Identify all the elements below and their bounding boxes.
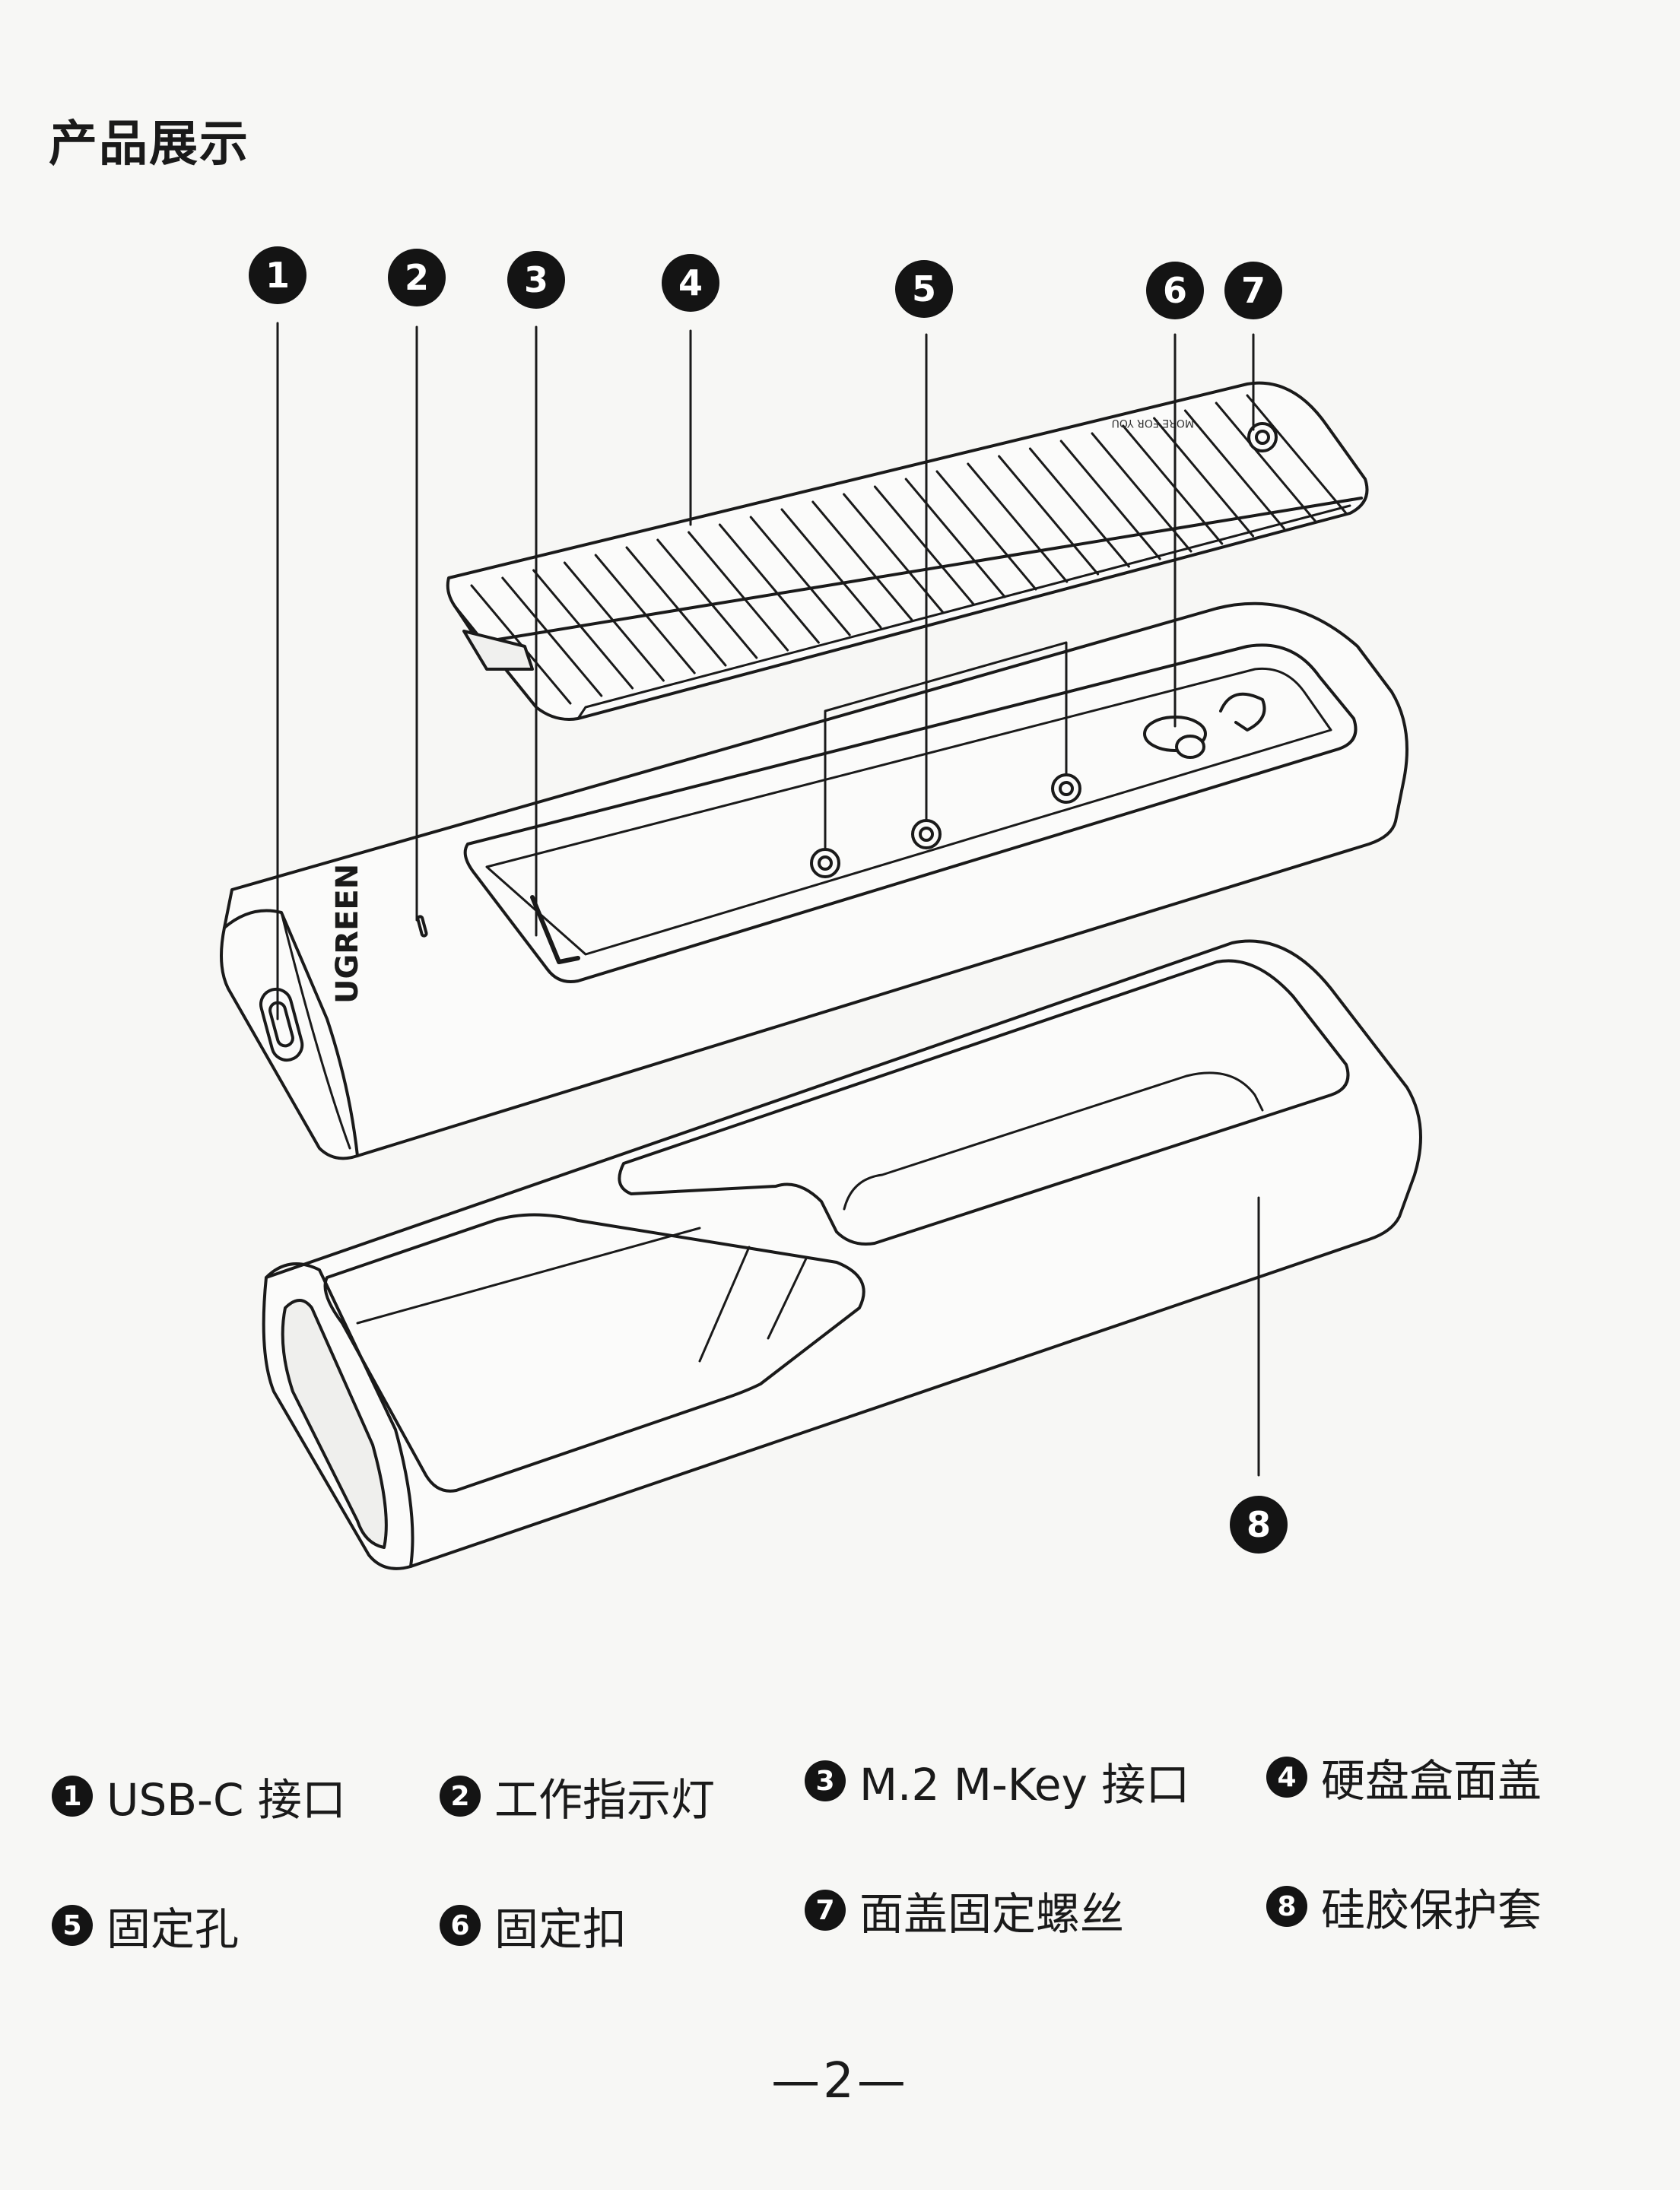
svg-text:5: 5 — [912, 268, 936, 309]
heatsink-fin — [967, 462, 1069, 583]
legend-item: 8 硅胶保护套 — [1266, 1874, 1542, 1938]
svg-text:8: 8 — [1247, 1504, 1271, 1545]
heatsink-fin — [656, 538, 758, 659]
legend-number-badge: 1 — [52, 1776, 93, 1817]
legend-item: 5 固定孔 — [52, 1893, 239, 1957]
callout-badges: 1 2 3 4 5 6 7 8 — [249, 246, 1288, 1554]
heatsink-fin — [1059, 440, 1161, 560]
callout-8: 8 — [1230, 1496, 1288, 1554]
legend-number-badge: 2 — [440, 1776, 481, 1817]
callout-1: 1 — [249, 246, 306, 304]
legend-label: 硅胶保护套 — [1321, 1884, 1542, 1936]
heatsink-fin — [718, 523, 820, 644]
heatsink-fin — [594, 554, 696, 674]
heatsink-fin — [532, 569, 634, 690]
enclosure-lid: MORE FOR YOU — [446, 381, 1369, 721]
legend-number-badge: 8 — [1266, 1886, 1307, 1927]
callout-2: 2 — [388, 249, 446, 306]
heatsink-fin — [1153, 417, 1255, 538]
heatsink-fin — [501, 576, 603, 697]
heatsink-fin — [811, 500, 913, 621]
callout-6: 6 — [1146, 262, 1204, 319]
legend-item: 1 USB-C 接口 — [52, 1764, 346, 1828]
lid-slogan: MORE FOR YOU — [1112, 417, 1194, 429]
legend-item: 4 硬盘盒面盖 — [1266, 1745, 1542, 1809]
legend-number-badge: 4 — [1266, 1757, 1307, 1798]
legend-number-badge: 6 — [440, 1905, 481, 1946]
callout-3: 3 — [507, 251, 565, 309]
legend-label: 固定孔 — [106, 1903, 240, 1955]
silicone-sleeve — [262, 939, 1422, 1570]
legend-label: 工作指示灯 — [494, 1774, 716, 1826]
callout-7: 7 — [1224, 262, 1282, 319]
heatsink-fin — [625, 546, 727, 667]
heatsink-fin — [1215, 402, 1316, 522]
legend-item: 3 M.2 M-Key 接口 — [805, 1749, 1189, 1813]
heatsink-fin — [935, 470, 1037, 591]
heatsink-fin — [780, 508, 882, 629]
heatsink-fin — [1246, 394, 1348, 515]
legend-item: 6 固定扣 — [440, 1893, 627, 1957]
page-number: —2— — [771, 2053, 909, 2109]
heatsink-fin — [688, 531, 789, 652]
legend-number-badge: 3 — [805, 1760, 846, 1801]
heatsink-fin — [1028, 447, 1130, 568]
legend-number-badge: 5 — [52, 1905, 93, 1946]
callout-leaders — [276, 322, 1260, 1477]
legend-label: M.2 M-Key 接口 — [859, 1759, 1190, 1811]
callout-4: 4 — [662, 254, 719, 312]
legend-item: 7 面盖固定螺丝 — [805, 1878, 1124, 1942]
page-title: 产品展示 — [49, 116, 249, 173]
heatsink-fin — [998, 455, 1100, 576]
legend-label: 面盖固定螺丝 — [859, 1888, 1125, 1940]
heatsink-fin — [1183, 409, 1285, 530]
svg-text:3: 3 — [524, 259, 548, 300]
svg-text:4: 4 — [678, 262, 703, 303]
legend-label: 硬盘盒面盖 — [1321, 1755, 1542, 1807]
legend-label: 固定扣 — [494, 1903, 627, 1955]
heatsink-fin — [1122, 424, 1224, 545]
legend-number-badge: 7 — [805, 1890, 846, 1931]
exploded-product-diagram: MORE FOR YOU UGREEN — [220, 246, 1422, 1570]
svg-text:7: 7 — [1241, 270, 1266, 311]
legend-item: 2 工作指示灯 — [440, 1764, 715, 1828]
callout-5: 5 — [895, 260, 953, 318]
enclosure-body: UGREEN — [220, 601, 1408, 1160]
heatsink-fin — [904, 478, 1006, 598]
svg-text:2: 2 — [405, 257, 429, 298]
heatsink-fin — [749, 516, 851, 636]
heatsink-fin — [563, 561, 665, 682]
svg-text:6: 6 — [1163, 270, 1187, 311]
brand-logo: UGREEN — [330, 864, 365, 1004]
legend-label: USB-C 接口 — [106, 1774, 346, 1826]
heatsink-fin — [873, 485, 975, 606]
svg-text:1: 1 — [265, 255, 290, 296]
